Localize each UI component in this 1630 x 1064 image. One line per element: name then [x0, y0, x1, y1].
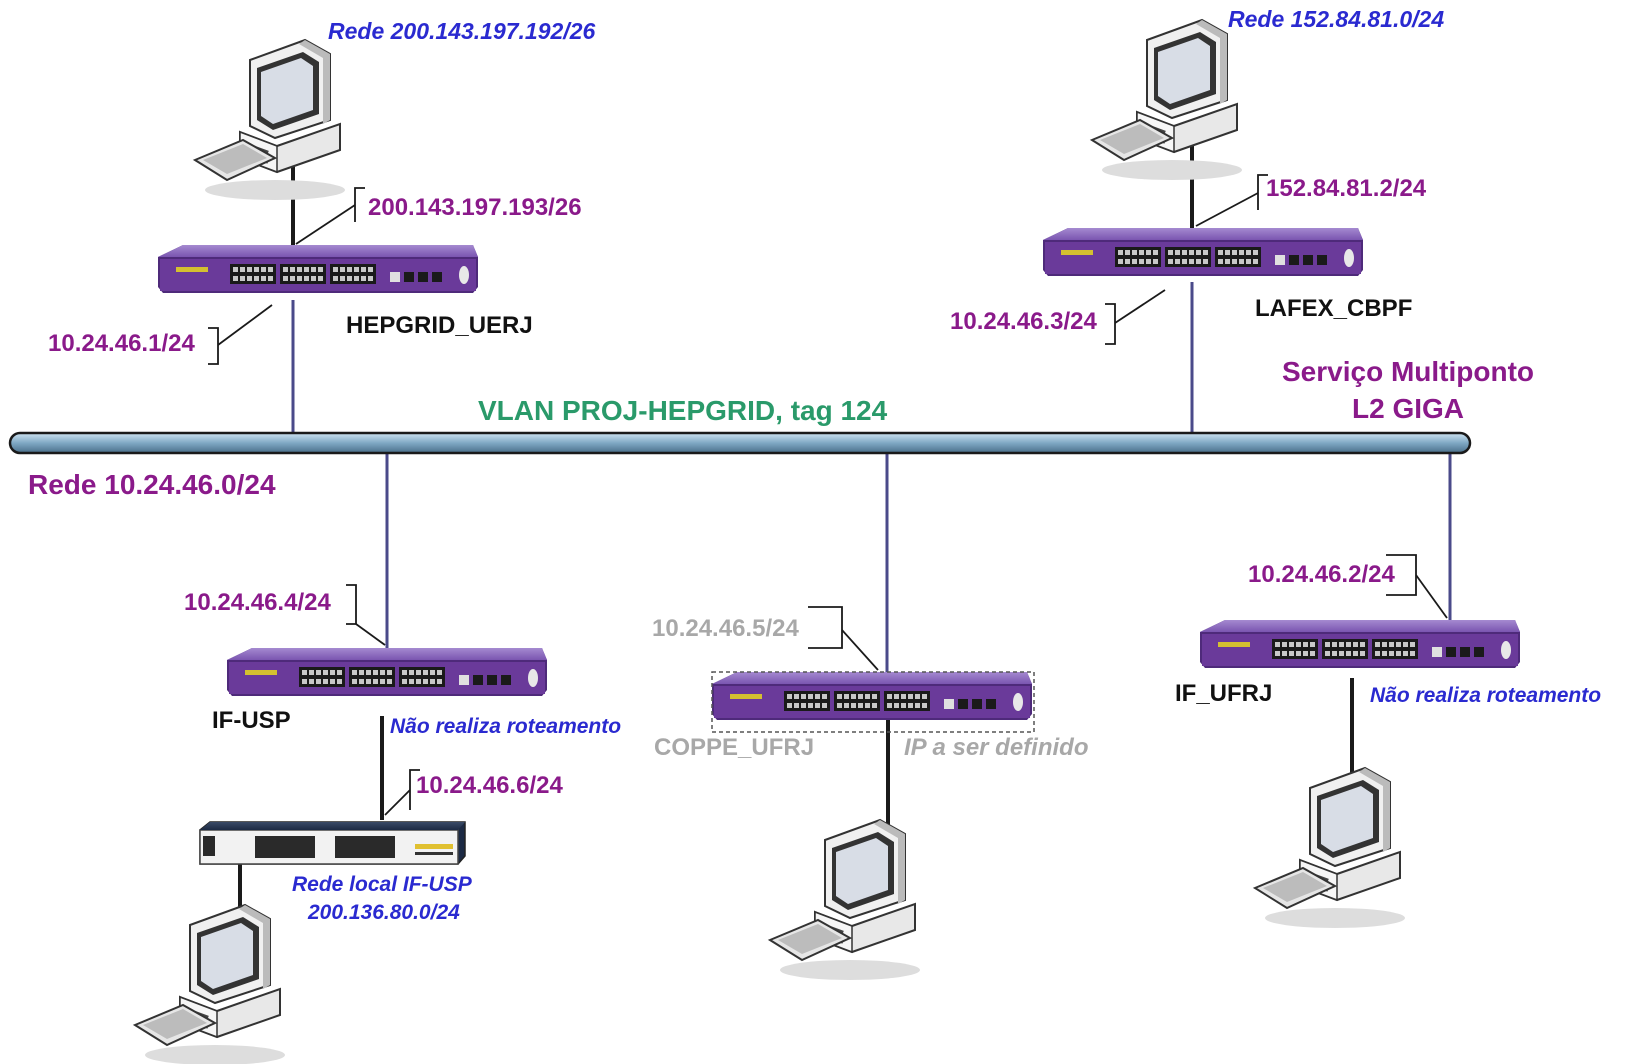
- local-lan-usp-line-1: Rede local IF-USP: [292, 873, 472, 896]
- ip-label-usp-router: 10.24.46.6/24: [416, 772, 563, 799]
- switch-icon-coppe-ufrj: [711, 671, 1035, 733]
- switch-name-usp: IF-USP: [212, 707, 291, 734]
- computer-icon-coppe: [769, 819, 921, 981]
- ip-label-cbpf-lan: 152.84.81.2/24: [1266, 175, 1427, 202]
- vlan-bus: [8, 431, 1472, 455]
- switch-icon-hepgrid-uerj: [158, 245, 478, 293]
- switch-name-uerj: HEPGRID_UERJ: [346, 312, 533, 339]
- network-label: Rede 10.24.46.0/24: [28, 469, 276, 500]
- ip-label-ufrj-vlan: 10.24.46.2/24: [1248, 561, 1395, 588]
- service-line-2: L2 GIGA: [1351, 393, 1464, 424]
- switch-name-ufrj: IF_UFRJ: [1175, 680, 1273, 707]
- switch-icon-if-ufrj: [1200, 620, 1520, 668]
- computer-icon-usp: [134, 904, 286, 1064]
- vlan-label: VLAN PROJ-HEPGRID, tag 124: [478, 395, 888, 426]
- switch-icon-lafex-cbpf: [1043, 228, 1363, 276]
- switch-name-cbpf: LAFEX_CBPF: [1255, 295, 1413, 322]
- router-icon-if-usp: [199, 821, 466, 865]
- lan-label-cbpf: Rede 152.84.81.0/24: [1228, 6, 1445, 32]
- vlan-links: [291, 282, 1452, 672]
- switch-icon-if-usp: [227, 648, 547, 696]
- note-usp: Não realiza roteamento: [390, 715, 622, 738]
- callouts: [208, 174, 1448, 816]
- ip-label-cbpf-vlan: 10.24.46.3/24: [950, 308, 1097, 335]
- local-lan-usp-line-2: 200.136.80.0/24: [308, 901, 460, 924]
- service-line-1: Serviço Multiponto: [1282, 356, 1534, 387]
- switch-name-coppe: COPPE_UFRJ: [654, 734, 815, 761]
- ip-label-usp-vlan: 10.24.46.4/24: [184, 589, 331, 616]
- note-ufrj: Não realiza roteamento: [1370, 684, 1602, 707]
- ip-label-coppe-vlan: 10.24.46.5/24: [652, 615, 799, 642]
- ip-label-uerj-lan: 200.143.197.193/26: [368, 194, 582, 221]
- lan-label-uerj: Rede 200.143.197.192/26: [328, 18, 596, 44]
- computer-icon-ufrj: [1254, 767, 1406, 929]
- computer-icon-uerj: [194, 39, 346, 201]
- note-coppe: IP a ser definido: [904, 734, 1089, 761]
- ip-label-uerj-vlan: 10.24.46.1/24: [48, 330, 195, 357]
- computer-icon-cbpf: [1091, 19, 1243, 181]
- links: [238, 135, 1354, 932]
